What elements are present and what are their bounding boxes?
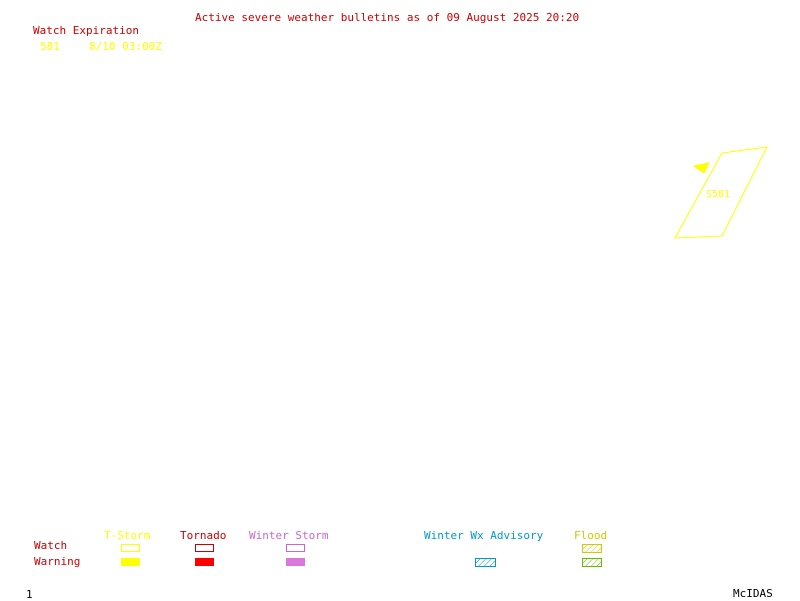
winter-storm-warning-swatch: [286, 558, 305, 566]
bulletin-title: Active severe weather bulletins as of 09…: [195, 11, 580, 24]
watch-expiration-heading: Watch Expiration: [33, 24, 139, 37]
legend-tornado-label: Tornado: [180, 529, 227, 542]
watch-polygon-s581: [674, 146, 768, 239]
watch-pointer-marker: [692, 162, 710, 174]
watch-polygon-label: S581: [706, 189, 730, 200]
legend-flood-label: Flood: [574, 529, 608, 542]
tstorm-warning-swatch: [121, 558, 140, 566]
watch-expiration-time: 8/10 03:00Z: [89, 40, 162, 53]
flood-watch-swatch: [582, 544, 602, 553]
tstorm-watch-swatch: [121, 544, 140, 552]
winter-storm-watch-swatch: [286, 544, 305, 552]
flood-warning-swatch: [582, 558, 602, 567]
legend-winter-storm-label: Winter Storm: [249, 529, 329, 542]
winter-wx-advisory-swatch: [475, 558, 496, 567]
mcidas-brand: McIDAS: [733, 587, 773, 600]
frame-number: 1: [26, 588, 33, 601]
legend-tstorm-label: T-Storm: [104, 529, 151, 542]
legend-warning-row-label: Warning: [34, 555, 81, 568]
legend-watch-row-label: Watch: [34, 539, 68, 552]
tornado-watch-swatch: [195, 544, 214, 552]
legend-winter-wx-advisory-label: Winter Wx Advisory: [424, 529, 544, 542]
tornado-warning-swatch: [195, 558, 214, 566]
watch-number: 581: [40, 40, 60, 53]
